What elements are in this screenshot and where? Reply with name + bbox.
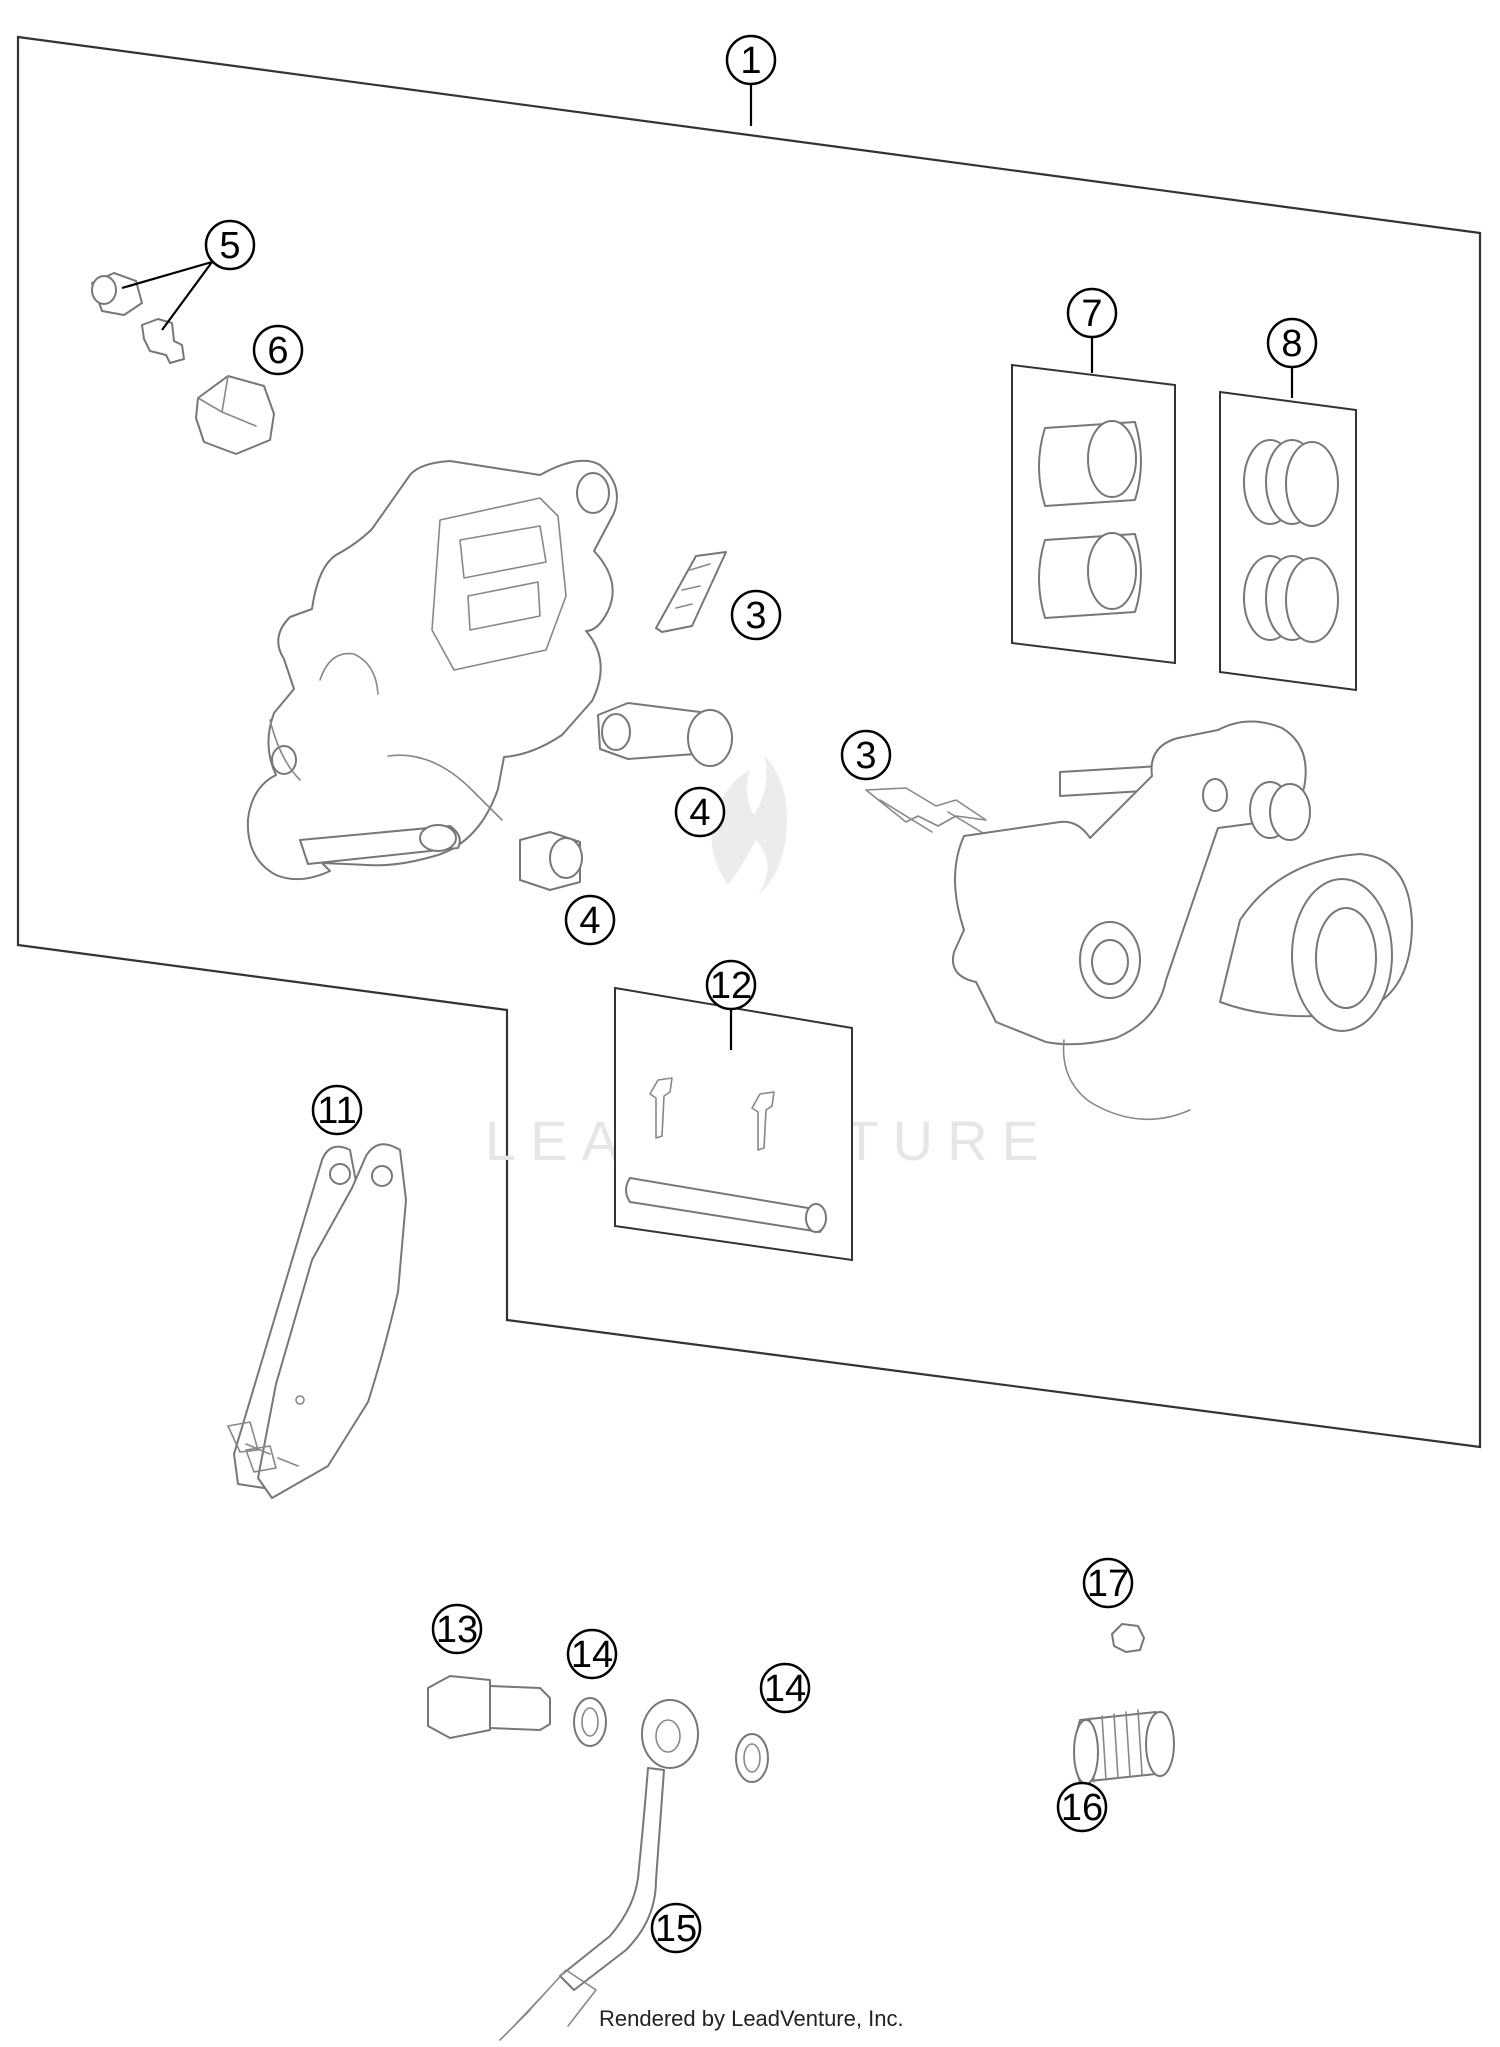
- callout-label: 1: [740, 40, 761, 82]
- seal-kit-part: [1219, 390, 1357, 692]
- callout-ring: [431, 1603, 483, 1655]
- callout-ring: [674, 786, 726, 838]
- callout-label: 4: [689, 792, 710, 834]
- brake-pads-part: [227, 1143, 407, 1499]
- callout-ring: [705, 959, 757, 1011]
- callout-ring: [725, 34, 777, 86]
- callout-ring: [564, 894, 616, 946]
- callout-ring: [252, 324, 304, 376]
- callout-ring: [650, 1902, 702, 1954]
- callout-c5: 5: [204, 219, 256, 271]
- sealing-washer-part: [573, 1697, 607, 1747]
- callout-c3a: 3: [730, 589, 782, 641]
- callout-label: 15: [655, 1908, 697, 1950]
- callout-ring: [1266, 317, 1318, 369]
- callout-c13: 13: [431, 1603, 483, 1655]
- assembly-boundary: [16, 35, 1482, 1449]
- callout-c7: 7: [1066, 287, 1118, 339]
- caliper-carrier-part: [952, 720, 1413, 1121]
- callout-label: 14: [764, 1668, 806, 1710]
- callout-ring: [566, 1628, 618, 1680]
- callout-label: 16: [1061, 1787, 1103, 1829]
- callout-ring: [1082, 1557, 1134, 1609]
- brake-line-part: [499, 1699, 699, 2041]
- guide-bushing-part: [519, 831, 583, 891]
- callout-label: 17: [1087, 1563, 1129, 1605]
- callout-c15: 15: [650, 1902, 702, 1954]
- callout-ring: [311, 1084, 363, 1136]
- sealing-washer-part: [735, 1733, 769, 1783]
- pad-spring-clip-part: [655, 551, 727, 633]
- callout-c14b: 14: [759, 1662, 811, 1714]
- callout-c6: 6: [252, 324, 304, 376]
- callout-label: 3: [855, 735, 876, 777]
- callout-c4b: 4: [564, 894, 616, 946]
- banjo-bolt-part: [427, 1675, 551, 1739]
- callout-ring: [1056, 1781, 1108, 1833]
- callout-label: 7: [1081, 293, 1102, 335]
- callout-c12: 12: [705, 959, 757, 1011]
- callout-label: 5: [219, 225, 240, 267]
- callout-ring: [840, 729, 892, 781]
- dust-cap-part: [1111, 1623, 1145, 1653]
- pad-pin-kit-part: [614, 986, 853, 1262]
- callout-label: 3: [745, 595, 766, 637]
- callout-c16: 16: [1056, 1781, 1108, 1833]
- callout-c1: 1: [725, 34, 777, 86]
- callout-c11: 11: [311, 1084, 363, 1136]
- callout-label: 8: [1281, 323, 1302, 365]
- callout-c14a: 14: [566, 1628, 618, 1680]
- caliper-housing-part: [246, 459, 618, 881]
- callout-label: 12: [710, 965, 752, 1007]
- callout-c8: 8: [1266, 317, 1318, 369]
- nut-part: [195, 375, 275, 455]
- pad-retainer-spring-part: [865, 787, 989, 837]
- callout-c4a: 4: [674, 786, 726, 838]
- credit-line: Rendered by LeadVenture, Inc.: [599, 2006, 904, 2031]
- plug-part: [1073, 1709, 1175, 1785]
- guide-pin-part: [597, 702, 733, 767]
- callout-label: 6: [267, 330, 288, 372]
- callout-ring: [1066, 287, 1118, 339]
- callout-label: 14: [571, 1634, 613, 1676]
- callout-ring: [204, 219, 256, 271]
- piston-kit-part: [1011, 363, 1176, 665]
- callout-label: 4: [579, 900, 600, 942]
- callout-label: 11: [317, 1090, 356, 1132]
- callout-ring: [759, 1662, 811, 1714]
- callout-label: 13: [436, 1609, 478, 1651]
- callout-c17: 17: [1082, 1557, 1134, 1609]
- callout-c3b: 3: [840, 729, 892, 781]
- leader-lines: [121, 82, 1294, 1050]
- callout-ring: [730, 589, 782, 641]
